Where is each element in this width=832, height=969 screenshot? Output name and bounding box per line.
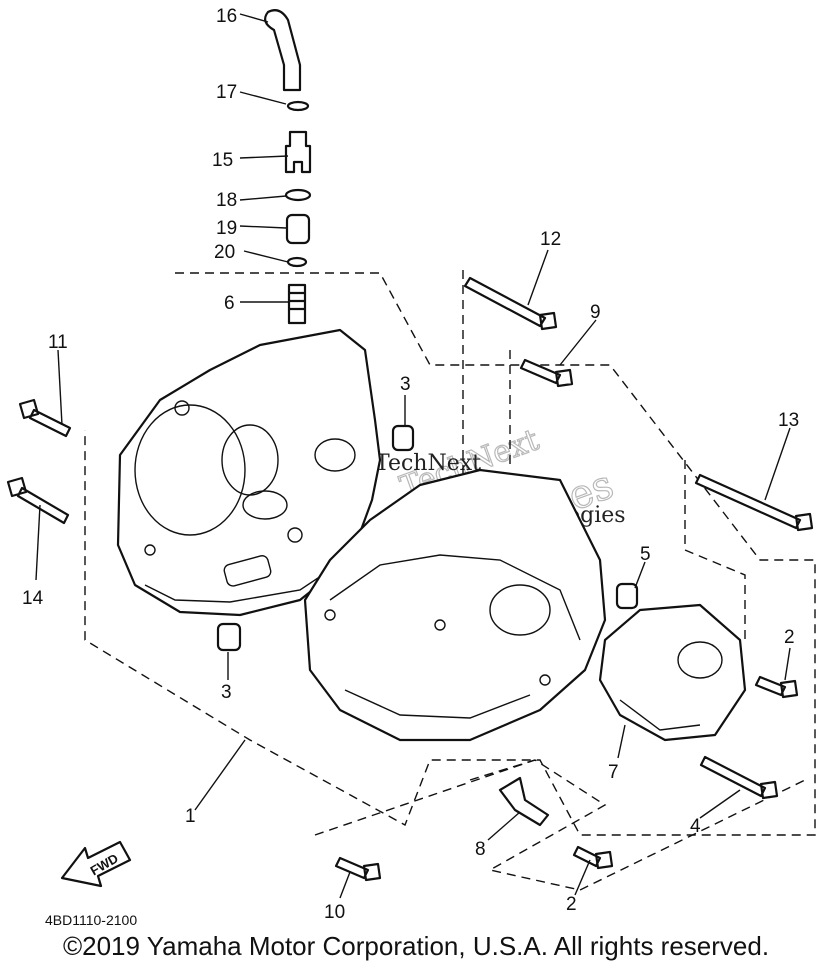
label-6: 6 <box>224 293 235 314</box>
clip-17 <box>286 100 310 112</box>
parts-diagram: TechNext Technologies TechNext Technolog… <box>6 6 816 928</box>
label-17: 17 <box>216 82 237 103</box>
label-14: 14 <box>22 588 44 609</box>
clamp-8 <box>498 776 550 827</box>
label-16: 16 <box>216 6 237 27</box>
breather-fitting <box>284 130 312 174</box>
bolt-2-upper <box>754 675 799 699</box>
label-2-lower: 2 <box>566 894 577 915</box>
clip-20 <box>286 256 308 268</box>
bolt-13 <box>694 473 814 532</box>
leader-lines <box>35 13 791 899</box>
bolt-9 <box>519 358 574 388</box>
bolt-14 <box>6 476 70 525</box>
label-4: 4 <box>690 816 701 837</box>
breather-hose <box>264 9 302 92</box>
collar-19 <box>285 213 311 245</box>
label-19: 19 <box>216 218 237 239</box>
fwd-arrow-icon <box>60 840 132 888</box>
watermark-overlay-a: TechNext <box>375 451 481 476</box>
label-2-upper: 2 <box>784 627 795 648</box>
part-labels: 16 17 15 18 19 20 6 12 9 11 3 13 14 5 2 … <box>22 6 799 928</box>
label-5: 5 <box>640 544 651 565</box>
bolt-11 <box>18 398 72 438</box>
right-crankcase <box>303 468 607 742</box>
clip-18 <box>284 188 312 202</box>
label-11: 11 <box>48 332 68 353</box>
label-7: 7 <box>608 762 619 783</box>
label-1: 1 <box>185 806 196 827</box>
drawing-code: 4BD1110-2100 <box>45 912 137 928</box>
bolt-12 <box>463 276 558 331</box>
breather-assembly <box>264 9 312 325</box>
dowel-pin-3-upper <box>391 424 415 452</box>
label-3-lower: 3 <box>221 682 232 703</box>
dowel-pin-5 <box>615 582 639 610</box>
label-20: 20 <box>214 242 235 263</box>
crankcase-cover <box>598 603 747 742</box>
bolts <box>6 276 814 882</box>
breather-union <box>287 283 307 325</box>
fwd-arrow: FWD <box>60 840 132 888</box>
label-12: 12 <box>540 229 561 250</box>
bolt-2-lower <box>572 845 614 870</box>
label-10: 10 <box>324 902 345 923</box>
left-crankcase <box>116 328 382 617</box>
dowel-pin-3-lower <box>216 622 242 652</box>
label-15: 15 <box>212 150 233 171</box>
copyright-notice: ©2019 Yamaha Motor Corporation, U.S.A. A… <box>62 931 770 961</box>
label-8: 8 <box>475 839 486 860</box>
label-3-upper: 3 <box>400 374 411 395</box>
label-9: 9 <box>590 302 601 323</box>
label-13: 13 <box>778 410 799 431</box>
bolt-4 <box>699 755 779 800</box>
label-18: 18 <box>216 190 237 211</box>
bolt-10 <box>334 856 382 882</box>
